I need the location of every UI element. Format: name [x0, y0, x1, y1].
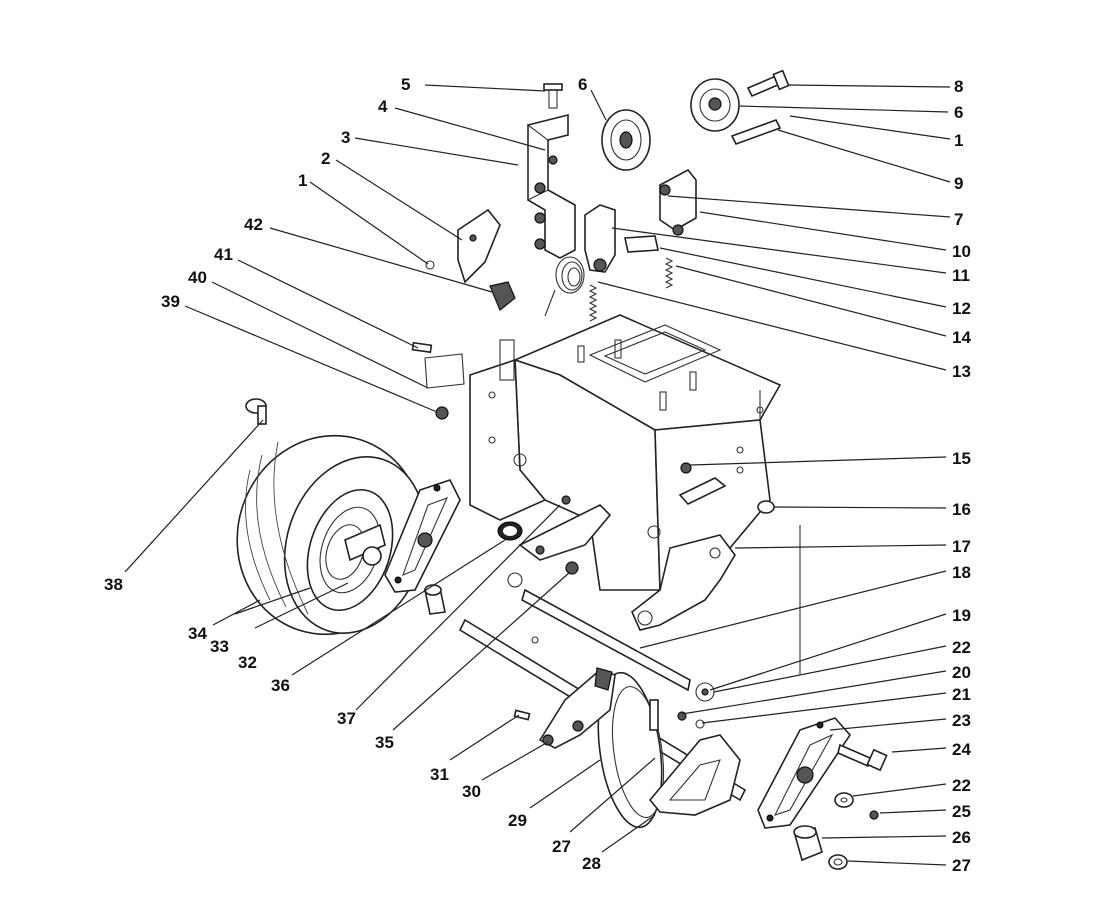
bushing-26 — [793, 825, 823, 862]
callout-4: 4 — [378, 97, 388, 116]
spring-13 — [588, 284, 598, 322]
callout-6-right: 6 — [954, 103, 963, 122]
callout-18: 18 — [952, 563, 971, 582]
friction-disc — [597, 671, 665, 829]
torsion-spring — [544, 256, 585, 317]
callout-30: 30 — [462, 782, 481, 801]
nut-39 — [435, 406, 449, 420]
callout-31: 31 — [430, 765, 449, 784]
nut-25 — [869, 810, 879, 820]
shift-link — [518, 495, 612, 561]
callout-7: 7 — [954, 210, 963, 229]
bolt-8 — [746, 69, 790, 98]
small-parts-right — [677, 682, 715, 729]
side-plate-left — [384, 479, 461, 593]
callout-42: 42 — [244, 215, 263, 234]
callout-19: 19 — [952, 606, 971, 625]
bracket-28 — [648, 734, 741, 816]
callout-29: 29 — [508, 811, 527, 830]
washer-22 — [834, 792, 854, 808]
callout-12: 12 — [952, 299, 971, 318]
callout-16: 16 — [952, 500, 971, 519]
callout-23: 23 — [952, 711, 971, 730]
washer-27 — [828, 854, 848, 870]
callout-1: 1 — [298, 171, 307, 190]
callout-8: 8 — [954, 77, 963, 96]
bolt-24 — [837, 743, 888, 772]
callout-1-right: 1 — [954, 131, 963, 150]
callout-36: 36 — [271, 676, 290, 695]
callout-9: 9 — [954, 174, 963, 193]
idler-arm — [584, 168, 697, 273]
arm-15 — [678, 462, 727, 505]
plate-2 — [457, 208, 501, 284]
callout-41: 41 — [214, 245, 233, 264]
pulley-left — [601, 109, 651, 171]
callout-3: 3 — [341, 128, 350, 147]
bolt-41 — [411, 341, 433, 354]
callout-28: 28 — [582, 854, 601, 873]
upper-bracket — [527, 83, 576, 259]
callout-37: 37 — [337, 709, 356, 728]
callout-35: 35 — [375, 733, 394, 752]
callout-27-right: 27 — [952, 856, 971, 875]
callout-40: 40 — [188, 268, 207, 287]
shaft-18 — [521, 588, 691, 692]
callout-11: 11 — [952, 266, 970, 285]
callout-6-left: 6 — [578, 75, 587, 94]
callout-38: 38 — [104, 575, 123, 594]
callout-24: 24 — [952, 740, 971, 759]
callout-20: 20 — [952, 663, 971, 682]
callout-33: 33 — [210, 637, 229, 656]
callout-15: 15 — [952, 449, 971, 468]
callout-2: 2 — [321, 149, 330, 168]
callout-17: 17 — [952, 537, 971, 556]
pulley-right — [690, 78, 740, 132]
shaft-9 — [730, 119, 782, 145]
washer-16 — [757, 500, 775, 514]
callout-13: 13 — [952, 362, 971, 381]
callout-26: 26 — [952, 828, 971, 847]
lever-17 — [631, 534, 736, 631]
pin-38 — [245, 398, 267, 425]
leader-lines — [124, 84, 951, 866]
callout-25: 25 — [952, 802, 971, 821]
callout-32: 32 — [238, 653, 257, 672]
callout-21: 21 — [952, 685, 971, 704]
bolt-35 — [507, 561, 579, 588]
callout-14: 14 — [952, 328, 971, 347]
callout-22-lower: 22 — [952, 776, 971, 795]
wheel-assembly — [236, 434, 427, 636]
callout-labels: 5 4 3 2 1 42 41 40 39 38 34 33 32 36 37 … — [104, 75, 971, 875]
side-plate-right — [757, 717, 852, 829]
callout-27-left: 27 — [552, 837, 571, 856]
fork-30 — [538, 667, 616, 749]
plate-40 — [424, 353, 465, 389]
bolt-31 — [513, 709, 531, 721]
callout-5: 5 — [401, 75, 410, 94]
callout-39: 39 — [161, 292, 180, 311]
callout-10: 10 — [952, 242, 971, 261]
callout-22-upper: 22 — [952, 638, 971, 657]
o-ring — [497, 521, 523, 541]
parts-artwork — [236, 69, 888, 870]
callout-34: 34 — [188, 624, 207, 643]
spring-12 — [664, 257, 674, 289]
bracket-42 — [489, 281, 516, 311]
pin-1 — [425, 260, 435, 270]
